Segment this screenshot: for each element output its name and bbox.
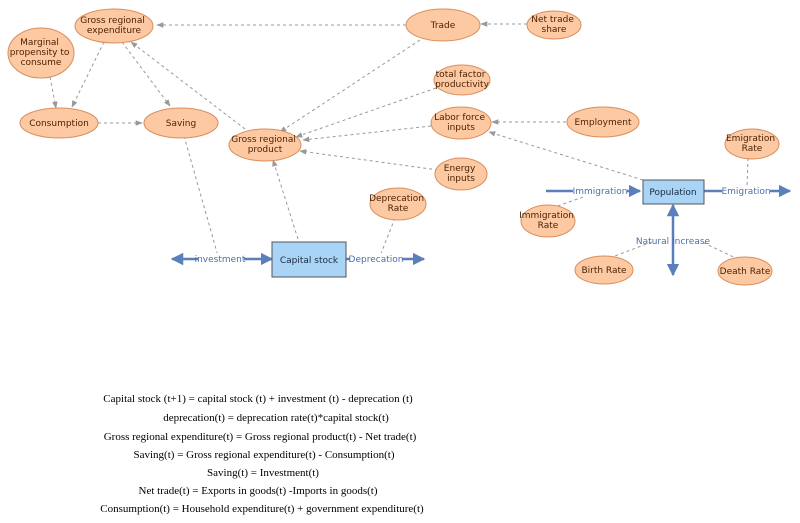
deprecation-rate-line-2: Rate bbox=[388, 204, 409, 214]
tfp-line-1: total factor bbox=[436, 70, 486, 80]
svg-text:Emigration Rate: Emigration Rate bbox=[726, 134, 778, 154]
link-population-to-labor bbox=[488, 131, 644, 181]
energy-inputs-line-1: Energy bbox=[444, 164, 476, 174]
node-gross-regional-product[interactable]: Gross regional product bbox=[228, 128, 302, 162]
consumption-label: Consumption bbox=[29, 119, 89, 129]
equation-net-trade: Net trade(t) = Exports in goods(t) -Impo… bbox=[138, 485, 378, 497]
equation-consumption: Consumption(t) = Household expenditure(t… bbox=[100, 503, 424, 515]
saving-label: Saving bbox=[166, 119, 196, 129]
net-trade-share-line-2: share bbox=[542, 25, 567, 35]
svg-text:Deprecation Rate: Deprecation Rate bbox=[369, 194, 427, 214]
node-marginal-propensity-to-consume[interactable]: Marginal propensity to consume bbox=[7, 27, 75, 79]
node-labor-force-inputs[interactable]: Labor force inputs bbox=[430, 106, 492, 140]
energy-inputs-line-2: inputs bbox=[447, 174, 475, 184]
svg-text:Labor force inputs: Labor force inputs bbox=[434, 113, 488, 133]
flow-labels: investment Deprecation Immigration Emigr… bbox=[195, 185, 771, 265]
emigration-rate-line-1: Emigration bbox=[726, 134, 775, 144]
link-depr-rate-to-depreciation bbox=[379, 217, 396, 257]
equation-saving-investment: Saving(t) = Investment(t) bbox=[207, 467, 319, 479]
node-saving[interactable]: Saving bbox=[143, 107, 219, 139]
emigration-rate-line-2: Rate bbox=[742, 144, 763, 154]
immigration-rate-line-2: Rate bbox=[538, 221, 559, 231]
population-label: Population bbox=[649, 188, 696, 198]
immigration-rate-line-1: Immigration bbox=[519, 211, 574, 221]
svg-text:Gross regional product: Gross regional product bbox=[231, 135, 299, 155]
depreciation-flow-label: Deprecation bbox=[349, 255, 404, 265]
deprecation-rate-line-1: Deprecation bbox=[369, 194, 424, 204]
birth-rate-label: Birth Rate bbox=[581, 266, 627, 276]
employment-label: Employment bbox=[574, 118, 632, 128]
node-energy-inputs[interactable]: Energy inputs bbox=[434, 157, 488, 191]
capital-stock-label: Capital stock bbox=[280, 256, 339, 266]
link-expenditure-to-saving bbox=[121, 41, 171, 107]
equation-saving-expenditure: Saving(t) = Gross regional expenditure(t… bbox=[133, 449, 395, 461]
mpc-line-3: consume bbox=[21, 58, 62, 68]
mpc-line-1: Marginal bbox=[20, 38, 59, 48]
link-expenditure-to-consumption bbox=[71, 41, 105, 108]
link-mpc-to-consumption bbox=[49, 76, 58, 109]
svg-text:Gross regional expenditu: Gross regional expenditure bbox=[80, 16, 148, 36]
link-trade-to-product bbox=[279, 39, 421, 133]
natural-increase-flow-label: Natural Increase bbox=[636, 237, 711, 247]
causal-links bbox=[49, 21, 749, 263]
equation-gross-regional-expenditure: Gross regional expenditure(t) = Gross re… bbox=[103, 431, 417, 443]
investment-flow-label: investment bbox=[195, 255, 246, 265]
svg-text:Marginal propensity to: Marginal propensity to consume bbox=[10, 38, 73, 68]
node-birth-rate[interactable]: Birth Rate bbox=[574, 255, 634, 285]
link-tfp-to-product bbox=[295, 87, 437, 138]
node-death-rate[interactable]: Death Rate bbox=[717, 256, 773, 286]
svg-text:Immigration Rate: Immigration Rate bbox=[519, 211, 577, 231]
svg-text:Net trade share: Net trade share bbox=[531, 15, 577, 35]
node-deprecation-rate[interactable]: Deprecation Rate bbox=[369, 187, 427, 221]
gross-regional-product-line-2: product bbox=[248, 145, 283, 155]
svg-text:total factor productivit: total factor productivity bbox=[435, 70, 489, 90]
link-saving-to-investment bbox=[183, 135, 219, 257]
link-capital-to-product bbox=[272, 159, 299, 240]
immigration-flow-label: Immigration bbox=[573, 187, 628, 197]
node-gross-regional-expenditure[interactable]: Gross regional expenditure bbox=[74, 8, 154, 44]
svg-text:Energy inputs: Energy inputs bbox=[444, 164, 478, 184]
gross-regional-expenditure-line-2: expenditure bbox=[87, 26, 142, 36]
stock-capital-stock[interactable]: Capital stock bbox=[271, 241, 347, 278]
equation-capital-stock: Capital stock (t+1) = capital stock (t) … bbox=[103, 393, 413, 405]
labor-force-inputs-line-1: Labor force bbox=[434, 113, 485, 123]
trade-label: Trade bbox=[430, 21, 456, 31]
death-rate-label: Death Rate bbox=[720, 267, 771, 277]
node-employment[interactable]: Employment bbox=[566, 106, 640, 138]
node-total-factor-productivity[interactable]: total factor productivity bbox=[433, 64, 491, 96]
link-emig-rate-to-emigration bbox=[746, 157, 749, 189]
stock-population[interactable]: Population bbox=[642, 179, 705, 205]
node-trade[interactable]: Trade bbox=[405, 8, 481, 42]
equation-deprecation: deprecation(t) = deprecation rate(t)*cap… bbox=[163, 412, 389, 424]
mpc-line-2: propensity to bbox=[10, 48, 70, 58]
gross-regional-expenditure-line-1: Gross regional bbox=[80, 16, 145, 26]
link-energy-to-product bbox=[299, 149, 439, 171]
gross-regional-product-line-1: Gross regional bbox=[231, 135, 296, 145]
net-trade-share-line-1: Net trade bbox=[531, 15, 574, 25]
node-consumption[interactable]: Consumption bbox=[19, 107, 99, 139]
tfp-line-2: productivity bbox=[435, 80, 489, 90]
emigration-flow-label: Emigration bbox=[721, 187, 770, 197]
node-emigration-rate[interactable]: Emigration Rate bbox=[724, 128, 780, 160]
labor-force-inputs-line-2: inputs bbox=[447, 123, 475, 133]
node-immigration-rate[interactable]: Immigration Rate bbox=[519, 204, 577, 238]
node-net-trade-share[interactable]: Net trade share bbox=[526, 10, 582, 40]
